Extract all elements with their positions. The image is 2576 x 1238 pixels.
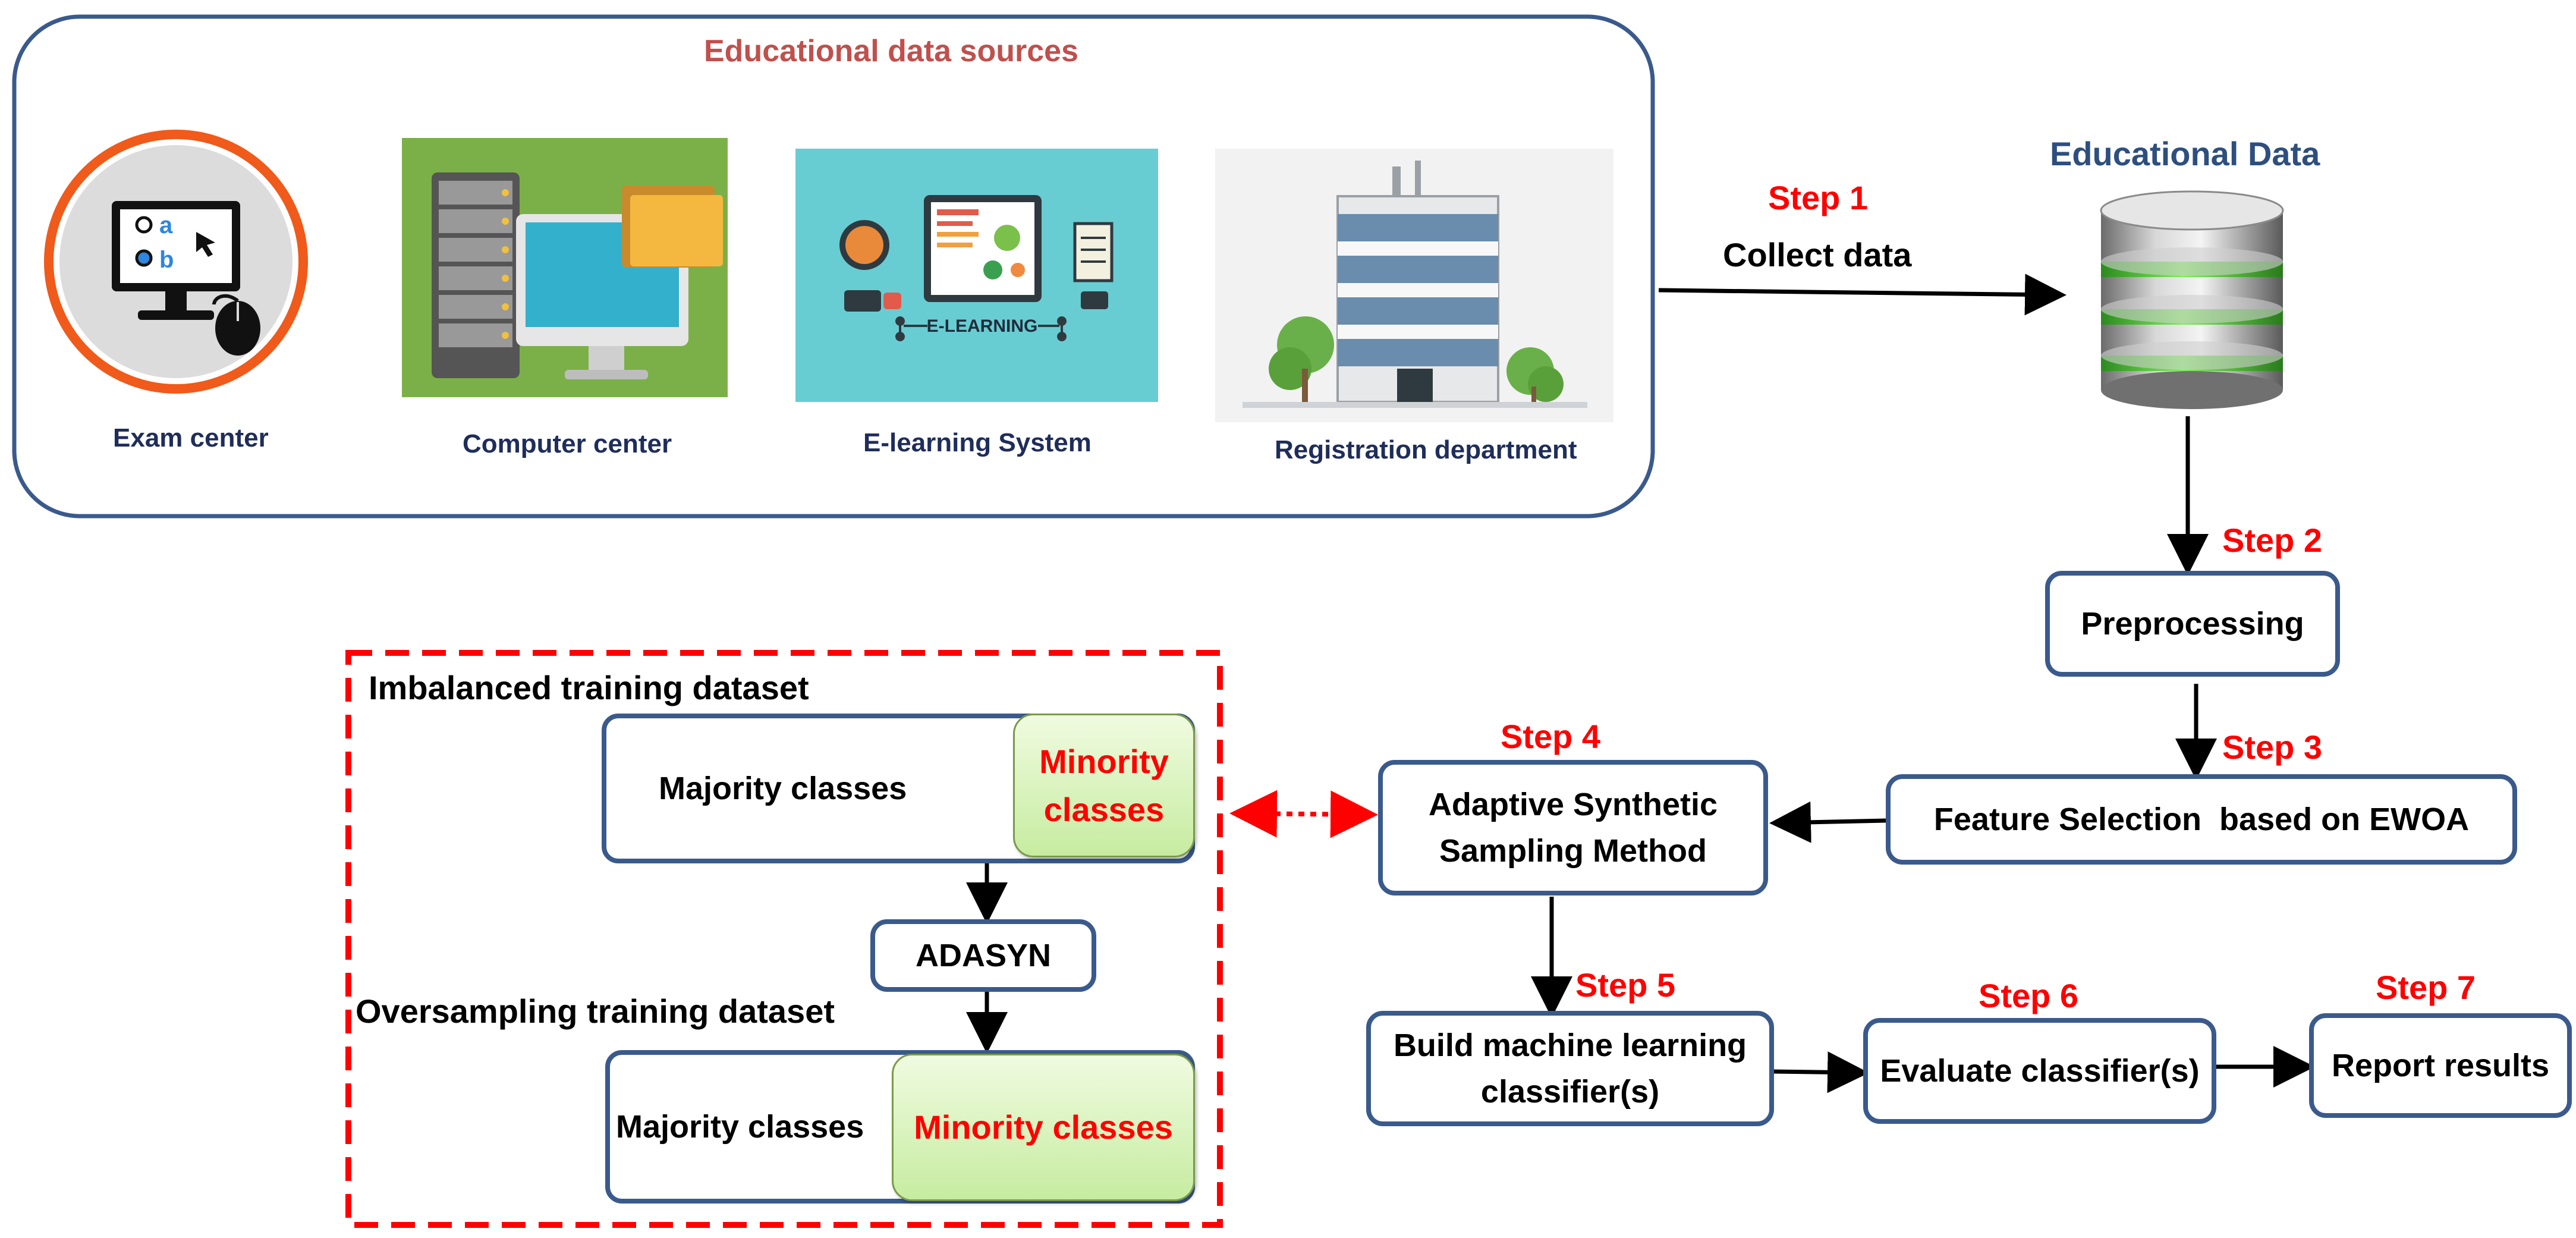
adasyn-box: ADASYN: [870, 919, 1096, 992]
exam-computer-icon: a b: [44, 130, 308, 394]
adaptive-sampling-line1: Adaptive Synthetic: [1428, 786, 1718, 822]
adasyn-link-arrow: [1229, 790, 1378, 838]
build-classifier-box: Build machine learning classifier(s): [1366, 1011, 1774, 1126]
minority-classes-box: Minority classes: [1013, 714, 1195, 857]
server-computer-icon: [402, 138, 728, 397]
adaptive-sampling-box: Adaptive Synthetic Sampling Method: [1378, 760, 1768, 895]
exam-center-label: Exam center: [113, 423, 269, 453]
step2-label: Step 2: [2222, 521, 2323, 559]
preprocessing-text: Preprocessing: [2081, 605, 2304, 642]
e-learning-icon: [795, 149, 1158, 402]
sources-title: Educational data sources: [704, 34, 1078, 68]
oversampling-title: Oversampling training dataset: [356, 992, 835, 1030]
feature-selection-box: Feature Selection based on EWOA: [1886, 774, 2517, 865]
step6-arrow: [1772, 1051, 1869, 1094]
feature-selection-text: Feature Selection based on EWOA: [1933, 801, 2470, 837]
evaluate-classifier-text: Evaluate classifier(s): [1880, 1052, 2200, 1089]
step1-label: Step 1: [1768, 179, 1869, 216]
minority-classes-line1: Minority: [1039, 742, 1169, 780]
minority-classes-line2: classes: [1043, 791, 1165, 828]
registration-label: Registration department: [1275, 435, 1577, 464]
evaluate-classifier-box: Evaluate classifier(s): [1863, 1018, 2216, 1124]
computer-center-label: Computer center: [463, 429, 672, 458]
majority-classes-text: Majority classes: [659, 770, 907, 806]
e-learning-label: E-learning System: [863, 428, 1092, 457]
step5-label: Step 5: [1575, 966, 1676, 1004]
svg-text:b: b: [159, 247, 174, 273]
adaptive-sampling-line2: Sampling Method: [1439, 833, 1707, 869]
step6-label: Step 6: [1979, 977, 2079, 1014]
collect-data-label: Collect data: [1723, 236, 1912, 274]
preprocessing-box: Preprocessing: [2045, 571, 2340, 677]
e-learning-caption: E-LEARNING: [927, 316, 1038, 336]
imbalanced-title: Imbalanced training dataset: [369, 669, 809, 706]
minority-classes-box-2: Minority classes: [892, 1054, 1195, 1201]
report-results-box: Report results: [2309, 1013, 2572, 1118]
build-classifier-line1: Build machine learning: [1393, 1027, 1747, 1063]
report-results-text: Report results: [2331, 1047, 2550, 1083]
office-building-icon: [1215, 149, 1613, 422]
step4-arrow: [1769, 801, 1886, 843]
step7-label: Step 7: [2376, 969, 2476, 1006]
adasyn-panel-frame: [345, 650, 1223, 1228]
minority-classes-text-2: Minority classes: [914, 1108, 1173, 1146]
svg-text:a: a: [159, 212, 173, 238]
build-classifier-line2: classifier(s): [1480, 1074, 1660, 1110]
step3-label: Step 3: [2222, 728, 2323, 766]
step4-label: Step 4: [1501, 718, 1601, 755]
majority-classes-text-2: Majority classes: [616, 1108, 864, 1145]
database-title: Educational Data: [2050, 135, 2320, 172]
database-icon: [2100, 190, 2284, 409]
step1-arrow: [1658, 274, 2067, 316]
adasyn-text: ADASYN: [915, 937, 1052, 973]
